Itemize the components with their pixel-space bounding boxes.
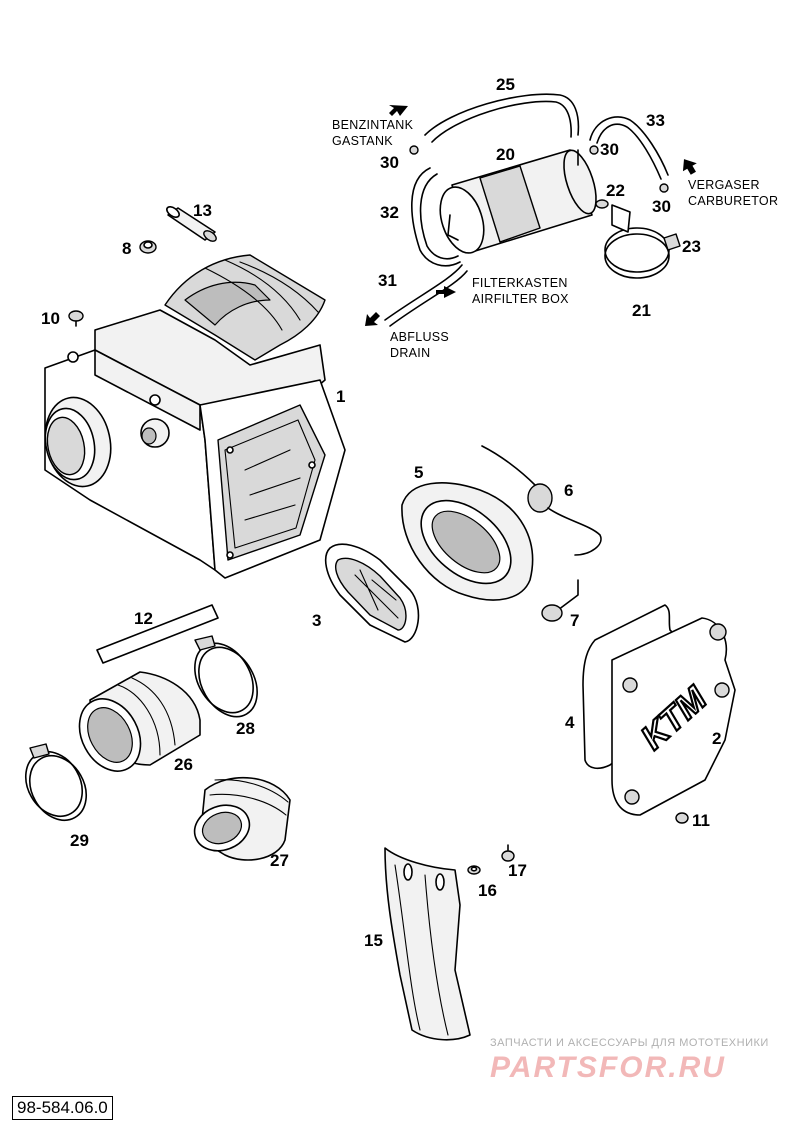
tube-part-12 — [96, 604, 219, 664]
intake-boot-part-26 — [78, 671, 201, 772]
callout-4: 4 — [565, 713, 575, 732]
callout-13: 13 — [193, 201, 212, 220]
mud-flap-part-15 — [384, 847, 471, 1041]
arrow-to-gastank-icon — [389, 105, 408, 116]
label-drain-de: ABFLUSS — [390, 330, 449, 344]
side-cover-part-2 — [611, 617, 736, 816]
label-airfilterbox-de: FILTERKASTEN — [472, 276, 568, 290]
callout-26: 26 — [174, 755, 193, 774]
callout-27: 27 — [270, 851, 289, 870]
watermark-tagline: ЗАПЧАСТИ И АКСЕССУАРЫ ДЛЯ МОТОТЕХНИКИ — [490, 1037, 769, 1049]
label-gastank-en: GASTANK — [332, 134, 393, 148]
hose-part-31 — [384, 264, 468, 327]
pin-part-7 — [541, 579, 579, 622]
watermark-brand: PARTSFOR.RU — [490, 1051, 726, 1084]
label-gastank-de: BENZINTANK — [332, 118, 414, 132]
callout-25: 25 — [496, 75, 515, 94]
callout-17: 17 — [508, 861, 527, 880]
clamps-part-30 — [409, 145, 669, 193]
label-carburetor-de: VERGASER — [688, 178, 760, 192]
callout-23: 23 — [682, 237, 701, 256]
hose-clamp-part-28 — [194, 635, 258, 718]
bracket-clamp-part-21 — [604, 204, 670, 279]
callout-7: 7 — [570, 611, 579, 630]
callout-30-carburetor: 30 — [652, 197, 671, 216]
arrow-to-carburetor-icon — [682, 159, 697, 175]
callout-5: 5 — [414, 463, 423, 482]
screw-part-17 — [501, 844, 515, 862]
wire-clip-part-6 — [481, 445, 602, 556]
callout-16: 16 — [478, 881, 497, 900]
label-drain-en: DRAIN — [390, 346, 430, 360]
washer-part-16 — [467, 865, 481, 875]
intake-boot-part-27 — [193, 776, 291, 861]
hose-part-32 — [411, 167, 461, 267]
sleeve-part-13 — [166, 206, 217, 242]
arrow-to-airfilterbox-icon — [436, 286, 456, 298]
callout-20: 20 — [496, 145, 515, 164]
label-carburetor-en: CARBURETOR — [688, 194, 778, 208]
hose-part-33 — [589, 116, 669, 180]
callout-33: 33 — [646, 111, 665, 130]
callout-1: 1 — [336, 387, 345, 406]
hose-clamp-part-29 — [24, 743, 88, 821]
screw-part-22 — [595, 199, 609, 209]
gasket-part-4 — [582, 604, 701, 770]
callout-28: 28 — [236, 719, 255, 738]
air-filter-part-5 — [401, 482, 534, 601]
callout-21: 21 — [632, 301, 651, 320]
callout-6: 6 — [564, 481, 573, 500]
label-airfilterbox-en: AIRFILTER BOX — [472, 292, 569, 306]
callout-8: 8 — [122, 239, 131, 258]
callout-3: 3 — [312, 611, 321, 630]
screw-part-10 — [68, 310, 84, 327]
arrow-to-drain-icon — [365, 312, 380, 326]
callout-29: 29 — [70, 831, 89, 850]
airbox-housing — [44, 254, 346, 579]
nut-part-8 — [139, 240, 157, 254]
callout-22: 22 — [606, 181, 625, 200]
callout-2: 2 — [712, 729, 721, 748]
fuel-filter-part-20 — [439, 149, 597, 254]
callout-12: 12 — [134, 609, 153, 628]
callout-11: 11 — [692, 811, 710, 830]
hose-part-25 — [424, 93, 580, 143]
callout-15: 15 — [364, 931, 383, 950]
filter-cage-part-3 — [324, 543, 420, 643]
screw-part-11 — [675, 812, 689, 824]
callout-32: 32 — [380, 203, 399, 222]
callout-30-filter: 30 — [600, 140, 619, 159]
screw-part-23 — [663, 233, 681, 251]
callout-31: 31 — [378, 271, 397, 290]
callout-10: 10 — [41, 309, 60, 328]
callout-30-gastank: 30 — [380, 153, 399, 172]
part-number-label: 98-584.06.0 — [12, 1096, 113, 1120]
